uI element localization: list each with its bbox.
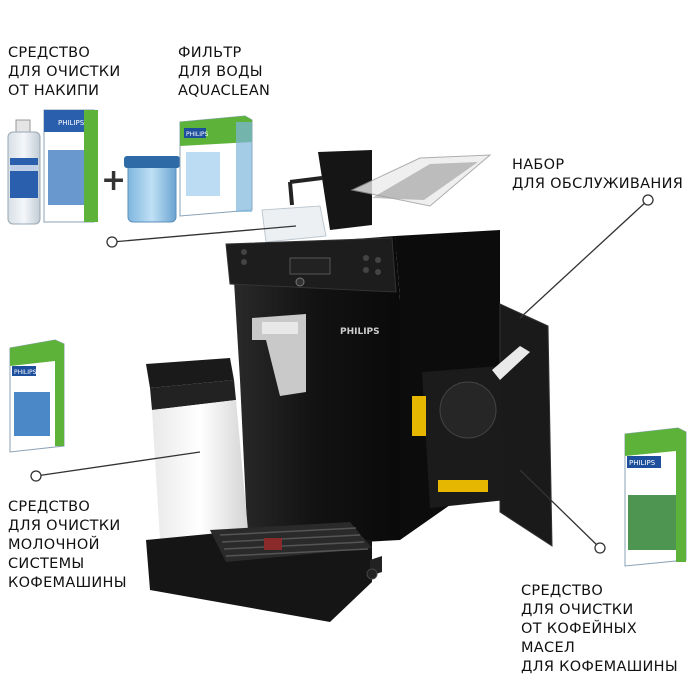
label-maintenance-kit-line-2: ДЛЯ ОБСЛУЖИВАНИЯ xyxy=(512,176,684,192)
label-oil-remover-line-5: ДЛЯ КОФЕМАШИНЫ xyxy=(521,659,678,675)
label-milk-cleaner-line-2: ДЛЯ ОЧИСТКИ xyxy=(8,518,121,534)
label-water-filter-line-3: AQUACLEAN xyxy=(178,83,271,99)
label-milk-cleaner-line-4: СИСТЕМЫ xyxy=(8,556,85,572)
aquaclean-box: PHILIPS xyxy=(179,115,253,217)
label-milk-cleaner-line-1: СРЕДСТВО xyxy=(8,499,91,515)
descaler-box: PHILIPS xyxy=(43,109,98,223)
svg-text:PHILIPS: PHILIPS xyxy=(629,459,656,467)
callout-lines xyxy=(30,194,654,554)
brew-group xyxy=(412,346,530,508)
label-descaler-line-2: ДЛЯ ОЧИСТКИ xyxy=(8,64,121,80)
label-water-filter: ФИЛЬТР ДЛЯ ВОДЫ AQUACLEAN xyxy=(178,44,270,101)
milk-cleaner-box: PHILIPS xyxy=(9,339,65,453)
label-descaler-line-1: СРЕДСТВО xyxy=(8,45,91,61)
label-oil-remover-line-2: ДЛЯ ОЧИСТКИ xyxy=(521,602,634,618)
label-oil-remover-line-3: ОТ КОФЕЙНЫХ xyxy=(521,621,638,637)
coffee-machine: PHILIPS xyxy=(146,150,553,622)
label-descaler: СРЕДСТВО ДЛЯ ОЧИСТКИ ОТ НАКИПИ xyxy=(8,44,121,101)
aquaclean-filter xyxy=(124,156,180,223)
label-oil-remover-line-4: МАСЕЛ xyxy=(521,640,576,656)
label-maintenance-kit-line-1: НАБОР xyxy=(512,157,565,173)
svg-text:PHILIPS: PHILIPS xyxy=(14,369,37,376)
svg-text:PHILIPS: PHILIPS xyxy=(186,131,209,138)
plus-sign: + xyxy=(101,163,127,198)
label-oil-remover-line-1: СРЕДСТВО xyxy=(521,583,604,599)
label-milk-cleaner-line-3: МОЛОЧНОЙ xyxy=(8,537,100,553)
label-maintenance-kit: НАБОР ДЛЯ ОБСЛУЖИВАНИЯ xyxy=(512,156,683,194)
label-water-filter-line-1: ФИЛЬТР xyxy=(178,45,242,61)
oil-remover-box: PHILIPS xyxy=(624,427,687,567)
label-milk-cleaner-line-5: КОФЕМАШИНЫ xyxy=(8,575,127,591)
label-descaler-line-3: ОТ НАКИПИ xyxy=(8,83,100,99)
label-water-filter-line-2: ДЛЯ ВОДЫ xyxy=(178,64,263,80)
label-oil-remover: СРЕДСТВО ДЛЯ ОЧИСТКИ ОТ КОФЕЙНЫХ МАСЕЛ Д… xyxy=(521,582,678,677)
descaler-bottle xyxy=(7,119,41,225)
label-milk-cleaner: СРЕДСТВО ДЛЯ ОЧИСТКИ МОЛОЧНОЙ СИСТЕМЫ КО… xyxy=(8,498,127,593)
svg-text:PHILIPS: PHILIPS xyxy=(58,119,85,127)
svg-text:PHILIPS: PHILIPS xyxy=(340,327,380,337)
